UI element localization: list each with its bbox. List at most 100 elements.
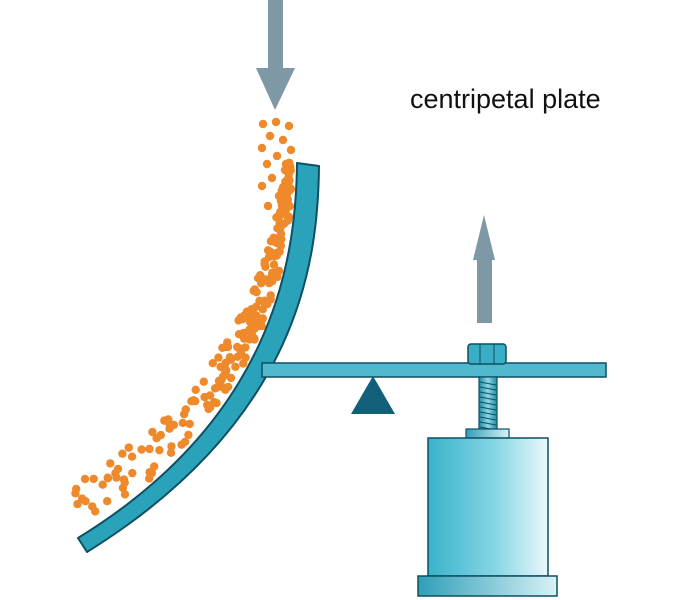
granule: [208, 359, 217, 368]
granule: [178, 418, 187, 428]
granule: [156, 430, 165, 440]
threaded-bolt: [478, 376, 498, 431]
granule: [257, 321, 266, 331]
granule: [184, 430, 193, 440]
granule: [279, 209, 289, 219]
granule: [280, 165, 290, 175]
granule: [199, 377, 208, 386]
lever-beam: [261, 362, 607, 378]
granule: [238, 315, 247, 324]
diagram-label: centripetal plate: [410, 84, 601, 114]
granule: [258, 305, 267, 314]
granule: [261, 262, 270, 271]
up-arrow-icon: [473, 215, 495, 323]
bolt-thread: [479, 406, 497, 411]
granule: [120, 490, 130, 499]
granule: [191, 385, 200, 394]
granule: [238, 331, 248, 340]
granule: [210, 384, 220, 393]
granule: [166, 448, 176, 457]
granule: [118, 449, 127, 458]
granule: [128, 468, 137, 478]
granule: [205, 391, 215, 400]
granule: [89, 474, 98, 484]
granule: [272, 151, 282, 161]
granule: [77, 494, 87, 503]
granule: [260, 296, 269, 305]
granule: [274, 191, 284, 201]
granule: [147, 468, 157, 478]
granule: [127, 452, 137, 461]
granule: [103, 473, 113, 482]
hex-nut: [467, 343, 507, 365]
granule: [204, 404, 213, 414]
granule: [249, 333, 259, 343]
granule: [266, 291, 275, 300]
granule: [231, 362, 240, 371]
granule: [167, 442, 176, 451]
bolt-thread: [479, 391, 497, 396]
granule: [80, 474, 90, 484]
granule: [73, 499, 82, 509]
granule: [223, 382, 233, 392]
granule: [214, 353, 223, 362]
granule: [88, 502, 97, 511]
granule: [263, 201, 273, 211]
granule: [257, 181, 267, 191]
granule: [150, 462, 159, 471]
granule: [124, 443, 133, 452]
granule: [98, 480, 107, 489]
granule: [103, 497, 112, 506]
granule-stream: [71, 117, 296, 516]
granule: [71, 489, 80, 498]
granule: [111, 469, 120, 478]
granule: [260, 275, 269, 284]
granule: [189, 396, 198, 405]
granule: [185, 419, 194, 429]
granule: [286, 145, 296, 155]
bolt-thread: [479, 411, 497, 416]
granule: [223, 338, 232, 347]
granule: [258, 119, 268, 129]
load-cell: [417, 428, 558, 597]
granule: [179, 410, 189, 419]
granule: [278, 135, 288, 145]
granule: [155, 446, 164, 455]
down-arrow-icon: [256, 0, 295, 110]
granule: [226, 373, 236, 383]
granule: [164, 415, 173, 424]
granule: [258, 314, 267, 323]
granule: [106, 459, 115, 468]
granule: [233, 342, 242, 352]
granule: [269, 260, 279, 269]
granule: [284, 121, 294, 131]
granule: [247, 305, 256, 314]
granule: [120, 478, 129, 487]
granule: [262, 159, 272, 169]
granule: [177, 440, 186, 449]
granule: [273, 224, 282, 233]
bolt-thread: [479, 396, 497, 401]
granule: [217, 382, 226, 391]
granule: [268, 250, 278, 260]
granule: [241, 353, 250, 362]
granule: [221, 358, 230, 368]
granule: [148, 427, 157, 437]
granule: [241, 343, 250, 352]
curved-plate: [77, 162, 320, 553]
granule: [267, 173, 277, 183]
granule: [145, 444, 154, 454]
granule: [210, 398, 219, 407]
bolt-thread: [479, 401, 497, 406]
triangle-fulcrum-icon: [351, 376, 395, 414]
granule: [283, 181, 293, 191]
granule: [285, 201, 294, 211]
granule: [248, 311, 257, 320]
granule: [271, 117, 281, 127]
bolt-thread: [479, 386, 497, 391]
bolt-thread: [479, 381, 497, 386]
granule: [218, 343, 227, 352]
granule: [252, 288, 261, 297]
granule: [265, 131, 275, 141]
